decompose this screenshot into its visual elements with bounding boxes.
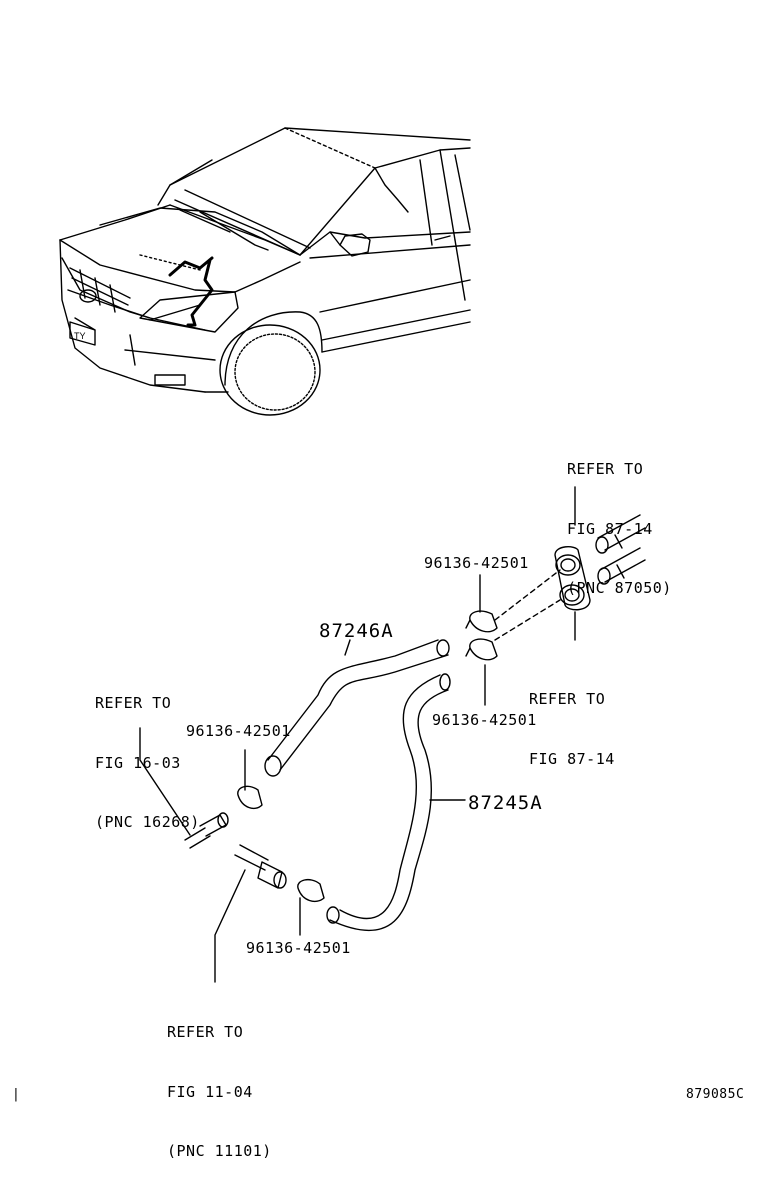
hose-87246a [264,639,450,777]
clamp-grommet-lower-shape [465,638,498,661]
heater-pipes [574,486,646,585]
clamp-grommet-upper-shape [465,610,498,633]
grommet [554,546,591,641]
plate-text: TY [74,331,86,341]
ref-line: (PNC 87050) [567,579,672,597]
ref-line: FIG 87-14 [567,519,653,538]
ref-line: REFER TO [95,694,172,712]
part-label-clamp-outlet: 96136-42501 [246,939,351,957]
ref-line: REFER TO [567,460,644,478]
ref-line: REFER TO [529,690,606,708]
part-label-hose-inlet: 87246A [319,620,394,642]
ref-fig-11-04: REFER TO FIG 11-04 (PNC 11101) [167,982,272,1181]
ref-line: FIG 87-14 [529,749,615,768]
part-label-clamp-inlet: 96136-42501 [186,722,291,740]
ref-line: FIG 11-04 [167,1082,253,1101]
hose-87245a [326,673,466,932]
diagram-canvas: TY [59,127,646,983]
inlet-pipe [139,727,263,849]
ref-fig-87-14-grommet: REFER TO FIG 87-14 [529,649,615,788]
car-illustration: TY [59,127,471,416]
part-label-hose-outlet: 87245A [468,792,543,814]
part-label-clamp-grommet-upper: 96136-42501 [424,554,529,572]
ref-fig-16-03: REFER TO FIG 16-03 (PNC 16268) [95,653,200,852]
ref-fig-87-14-upper: REFER TO FIG 87-14 (PNC 87050) [567,419,672,618]
corner-mark: | [12,1087,21,1102]
ref-line: (PNC 16268) [95,813,200,831]
figure-id: 879085C [686,1087,745,1102]
ref-line: (PNC 11101) [167,1142,272,1160]
part-label-clamp-grommet-lower: 96136-42501 [432,711,537,729]
ref-line: FIG 16-03 [95,753,181,772]
parts-diagram: TY [12,127,745,1160]
outlet-pipe [214,844,325,983]
ref-line: REFER TO [167,1023,244,1041]
